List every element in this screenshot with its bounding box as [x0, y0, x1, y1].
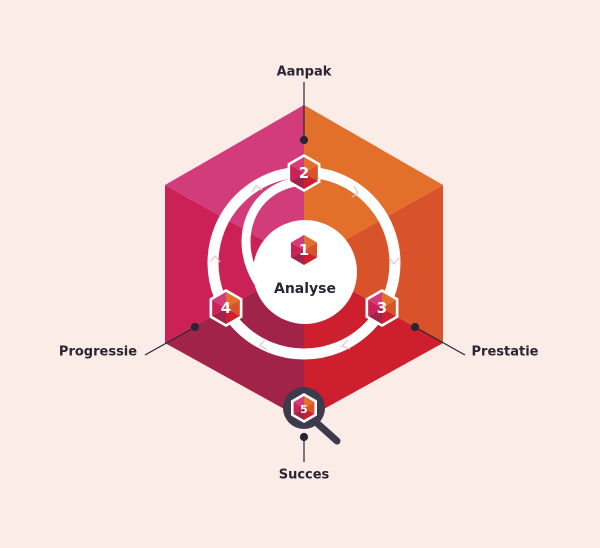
hex-face-left [165, 185, 304, 343]
center-circle [253, 220, 357, 324]
ring-arrowheads [209, 185, 400, 351]
label-aanpak: Aanpak [276, 64, 332, 80]
badge-number: 5 [300, 403, 308, 416]
badge-4: 4 [209, 289, 243, 327]
badge-number: 1 [299, 241, 309, 259]
connector-lines [144, 82, 466, 462]
hex-face-right [304, 185, 443, 343]
label-succes: Succes [278, 467, 330, 483]
badge-1: 1 [291, 235, 317, 265]
badge-3: 3 [365, 289, 399, 327]
badge-number: 2 [299, 164, 309, 182]
hex-face-top-left [165, 105, 304, 263]
label-progressie: Progressie [58, 344, 138, 360]
badge-2: 2 [287, 154, 321, 192]
badge-number: 4 [221, 299, 231, 317]
badge-number: 3 [377, 299, 387, 317]
hex-face-top-right [304, 105, 443, 263]
label-prestatie: Prestatie [471, 344, 539, 360]
label-analyse: Analyse [273, 281, 337, 297]
badge-5: 5 [291, 393, 317, 423]
spiral-arrow [241, 177, 297, 285]
